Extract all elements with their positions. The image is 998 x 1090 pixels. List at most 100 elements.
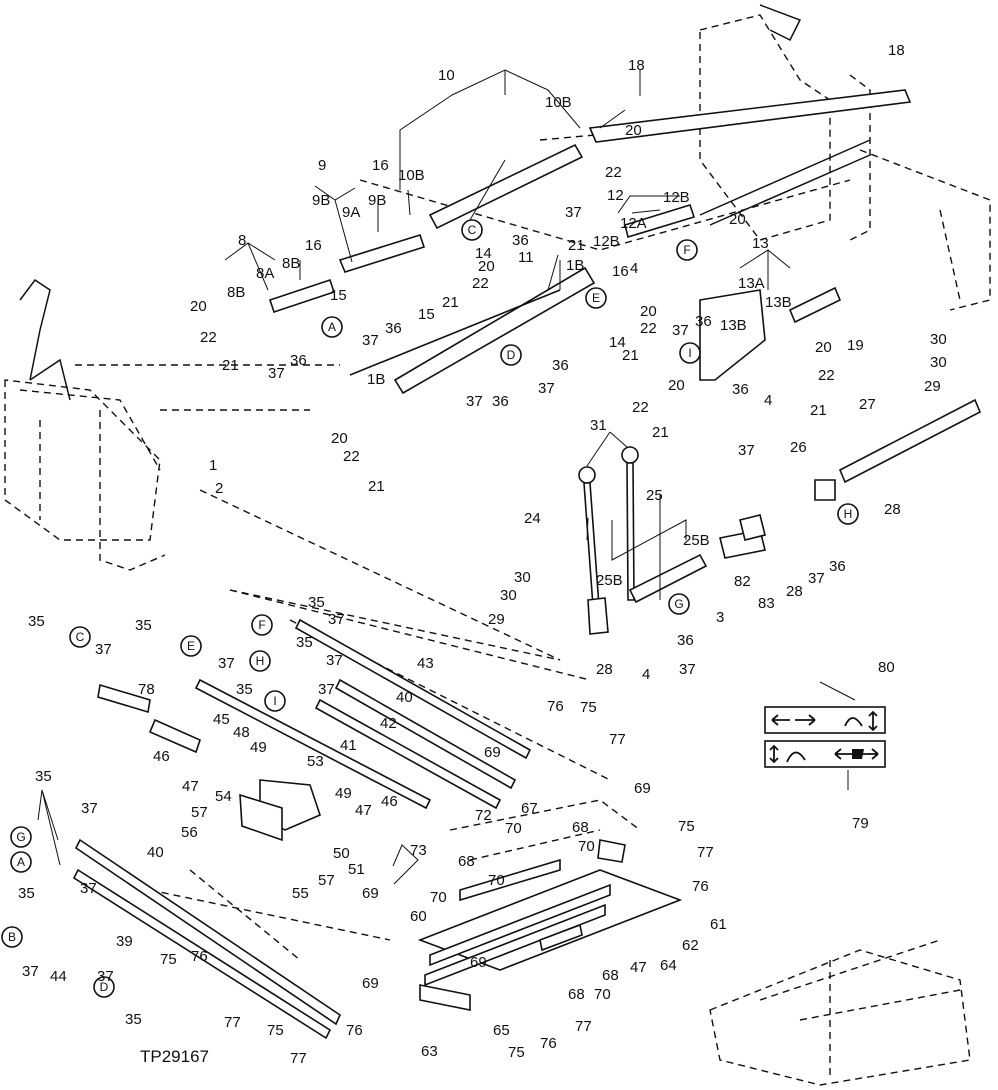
svg-text:13B: 13B <box>765 294 792 311</box>
svg-text:29: 29 <box>488 611 505 628</box>
svg-text:12B: 12B <box>593 233 620 250</box>
svg-text:C: C <box>468 223 477 237</box>
svg-text:75: 75 <box>508 1044 525 1061</box>
svg-text:35: 35 <box>28 613 45 630</box>
svg-text:28: 28 <box>884 501 901 518</box>
svg-text:19: 19 <box>847 337 864 354</box>
svg-text:G: G <box>674 597 683 611</box>
svg-text:22: 22 <box>343 448 360 465</box>
svg-text:36: 36 <box>492 393 509 410</box>
svg-text:36: 36 <box>512 232 529 249</box>
svg-text:35: 35 <box>125 1011 142 1028</box>
svg-text:37: 37 <box>318 681 335 698</box>
svg-text:20: 20 <box>625 122 642 139</box>
svg-text:18: 18 <box>888 42 905 59</box>
circle-label-c2: C <box>69 626 91 648</box>
svg-text:75: 75 <box>267 1022 284 1039</box>
svg-text:35: 35 <box>18 885 35 902</box>
svg-text:13B: 13B <box>720 317 747 334</box>
svg-text:30: 30 <box>500 587 517 604</box>
svg-text:20: 20 <box>331 430 348 447</box>
svg-text:15: 15 <box>418 306 435 323</box>
svg-text:25B: 25B <box>596 572 623 589</box>
svg-text:69: 69 <box>484 744 501 761</box>
control-valve-outline <box>709 939 971 1086</box>
svg-text:20: 20 <box>640 303 657 320</box>
svg-text:42: 42 <box>380 715 397 732</box>
circle-label-h2: H <box>249 650 271 672</box>
svg-text:20: 20 <box>668 377 685 394</box>
svg-text:50: 50 <box>333 845 350 862</box>
svg-text:68: 68 <box>602 967 619 984</box>
svg-text:D: D <box>100 980 109 994</box>
svg-text:36: 36 <box>677 632 694 649</box>
svg-text:36: 36 <box>829 558 846 575</box>
svg-text:21: 21 <box>568 237 585 254</box>
svg-text:31: 31 <box>590 417 607 434</box>
svg-text:69: 69 <box>634 780 651 797</box>
svg-text:9A: 9A <box>342 204 360 221</box>
svg-text:70: 70 <box>505 820 522 837</box>
svg-text:68: 68 <box>568 986 585 1003</box>
svg-text:H: H <box>256 654 265 668</box>
svg-text:12B: 12B <box>663 189 690 206</box>
valve-linkage-frame <box>417 799 683 1011</box>
svg-text:9B: 9B <box>368 192 386 209</box>
arm-up-down-icon <box>769 744 806 764</box>
svg-text:37: 37 <box>328 611 345 628</box>
svg-text:8A: 8A <box>256 265 274 282</box>
circle-label-h: H <box>837 503 859 525</box>
svg-text:37: 37 <box>80 880 97 897</box>
svg-text:12A: 12A <box>620 215 647 232</box>
callout-labels: 10 10B 18 18 20 22 9 16 10B 9B 9A 9B 12 … <box>18 42 947 1067</box>
svg-text:37: 37 <box>362 332 379 349</box>
svg-text:49: 49 <box>250 739 267 756</box>
svg-text:36: 36 <box>552 357 569 374</box>
svg-text:39: 39 <box>116 933 133 950</box>
svg-text:70: 70 <box>488 872 505 889</box>
svg-text:79: 79 <box>852 815 869 832</box>
svg-text:60: 60 <box>410 908 427 925</box>
svg-text:1B: 1B <box>566 257 584 274</box>
svg-text:53: 53 <box>307 753 324 770</box>
arm-up-down-icon <box>844 710 878 732</box>
circle-label-a: A <box>321 316 343 338</box>
svg-text:69: 69 <box>362 975 379 992</box>
svg-text:73: 73 <box>410 842 427 859</box>
lever-swing-arrows-icon <box>771 714 816 726</box>
svg-text:13: 13 <box>752 235 769 252</box>
svg-text:35: 35 <box>236 681 253 698</box>
svg-text:35: 35 <box>296 634 313 651</box>
svg-text:70: 70 <box>430 889 447 906</box>
decal-79 <box>764 740 886 768</box>
svg-text:14: 14 <box>609 334 626 351</box>
svg-text:37: 37 <box>808 570 825 587</box>
svg-text:1B: 1B <box>367 371 385 388</box>
svg-text:28: 28 <box>596 661 613 678</box>
svg-text:16: 16 <box>305 237 322 254</box>
svg-text:10: 10 <box>438 67 455 84</box>
svg-text:47: 47 <box>182 778 199 795</box>
svg-text:C: C <box>76 630 85 644</box>
svg-text:11: 11 <box>518 249 534 266</box>
svg-text:25B: 25B <box>683 532 710 549</box>
shaft-assembly-upper <box>268 89 912 395</box>
svg-text:68: 68 <box>572 819 589 836</box>
circled-labels: A C D E F I H G C E F H I G A B D <box>1 219 859 998</box>
svg-text:10B: 10B <box>398 167 425 184</box>
svg-text:I: I <box>688 346 691 360</box>
svg-text:56: 56 <box>181 824 198 841</box>
svg-text:47: 47 <box>355 802 372 819</box>
svg-text:20: 20 <box>478 258 495 275</box>
svg-text:57: 57 <box>318 872 335 889</box>
svg-text:35: 35 <box>135 617 152 634</box>
svg-text:37: 37 <box>672 322 689 339</box>
svg-text:E: E <box>187 639 195 653</box>
circle-label-f: F <box>676 239 698 261</box>
svg-text:3: 3 <box>716 609 724 626</box>
svg-text:75: 75 <box>678 818 695 835</box>
svg-text:15: 15 <box>330 287 347 304</box>
svg-text:10B: 10B <box>545 94 572 111</box>
connection-lines <box>75 119 851 961</box>
svg-text:76: 76 <box>540 1035 557 1052</box>
